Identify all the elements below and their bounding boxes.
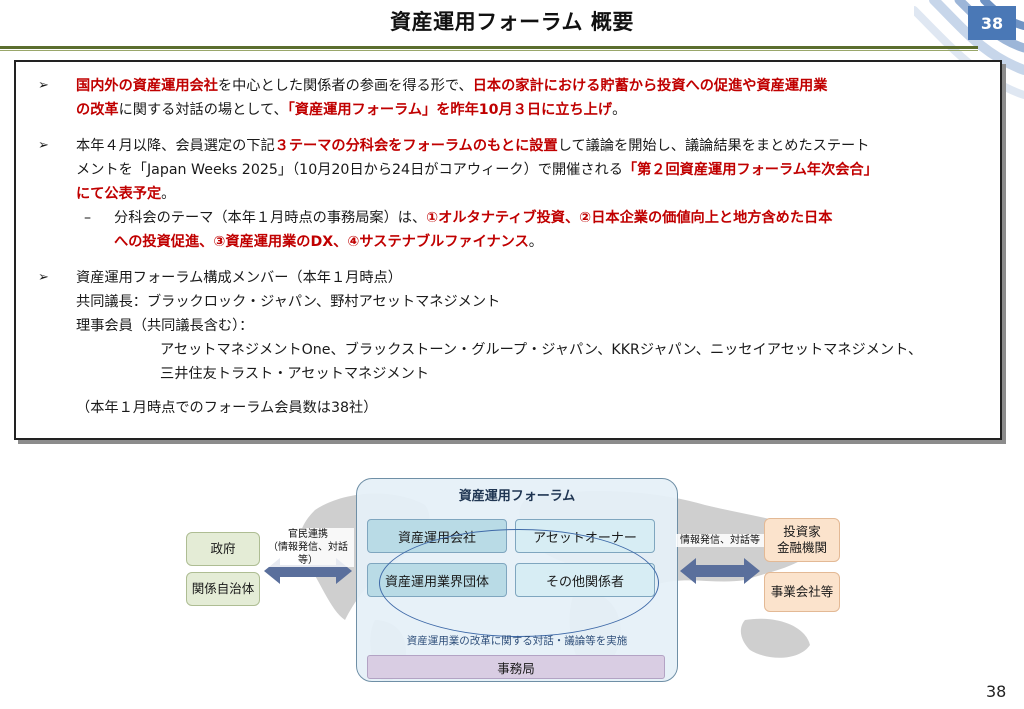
member-count-note: （本年１月時点でのフォーラム会員数は38社） — [76, 400, 378, 416]
board-members-heading: 理事会員（共同議長含む）： — [76, 318, 254, 334]
text: して議論を開始し、議論結果をまとめたステート — [557, 138, 870, 154]
text: 。 — [528, 234, 543, 250]
forum-title: 資産運用フォーラム — [458, 489, 576, 504]
dash-marker: – — [84, 210, 92, 226]
sub-bullet-item: – 分科会のテーマ（本年１月時点の事務局案）は、①オルタナティブ投資、②日本企業… — [38, 206, 988, 254]
text: 。 — [612, 102, 627, 118]
text-emphasis: にて公表予定 — [76, 186, 162, 202]
title-divider — [0, 46, 978, 49]
text-emphasis: 日本の家計における貯蓄から投資への促進や資産運用業 — [472, 78, 828, 94]
co-chairs-line: 共同議長：ブラックロック・ジャパン、野村アセットマネジメント — [76, 294, 501, 310]
forum-ellipse — [379, 529, 659, 637]
local-government-box: 関係自治体 — [186, 572, 260, 606]
info-dialogue-label: 情報発信、対話等 — [676, 534, 764, 547]
page-title: 資産運用フォーラム 概要 — [390, 10, 634, 34]
text-emphasis: 「資産運用フォーラム」を昨年10月３日に立ち上げ — [287, 102, 613, 118]
bullet-item: ➢ 国内外の資産運用会社を中心とした関係者の参画を得る形で、日本の家計における貯… — [38, 74, 988, 122]
text-emphasis: ３テーマの分科会をフォーラムのもとに設置 — [274, 138, 558, 154]
investors-box: 投資家 金融機関 — [764, 518, 840, 562]
text: に関する対話の場として、 — [118, 102, 288, 118]
text: メントを「Japan Weeks 2025」（10月20日から24日がコアウィー… — [76, 162, 623, 178]
arrow-bullet-icon: ➢ — [38, 138, 49, 153]
double-arrow-right-icon — [680, 558, 760, 584]
footer-page-number: 38 — [986, 682, 1007, 701]
text-emphasis: 国内外の資産運用会社 — [76, 78, 218, 94]
arrow-label-line: 官民連携 — [288, 529, 328, 540]
text-emphasis: の改革 — [76, 102, 119, 118]
text-emphasis: への投資促進、③資産運用業のDX、④サステナブルファイナンス — [114, 234, 529, 250]
text: 本年４月以降、会員選定の下記 — [76, 138, 275, 154]
text: 。 — [161, 186, 176, 202]
text: を中心とした関係者の参画を得る形で、 — [217, 78, 473, 94]
arrow-label-line: （情報発信、対話等） — [268, 542, 348, 566]
page-number-badge: 38 — [968, 6, 1016, 40]
double-arrow-left-icon — [264, 558, 352, 584]
forum-box: 資産運用フォーラム 資産運用会社 アセットオーナー 資産運用業界団体 その他関係… — [356, 478, 678, 682]
title-divider-thin — [0, 50, 978, 51]
arrow-bullet-icon: ➢ — [38, 78, 49, 93]
text-emphasis: ①オルタナティブ投資、②日本企業の価値向上と地方含めた日本 — [426, 210, 833, 226]
companies-box: 事業会社等 — [764, 572, 840, 612]
government-box: 政府 — [186, 532, 260, 566]
board-members-line: 三井住友トラスト・アセットマネジメント — [160, 366, 429, 382]
bullet-list: ➢ 国内外の資産運用会社を中心とした関係者の参画を得る形で、日本の家計における貯… — [38, 74, 988, 420]
secretariat-box: 事務局 — [367, 655, 665, 679]
forum-description: 資産運用業の改革に関する対話・議論等を実施 — [406, 635, 628, 647]
public-private-label: 官民連携 （情報発信、対話等） — [262, 528, 354, 567]
bullet-item: ➢ 資産運用フォーラム構成メンバー（本年１月時点） — [38, 266, 988, 290]
bullet-item: ➢ 本年４月以降、会員選定の下記３テーマの分科会をフォーラムのもとに設置して議論… — [38, 134, 988, 206]
summary-box: ➢ 国内外の資産運用会社を中心とした関係者の参画を得る形で、日本の家計における貯… — [14, 60, 1002, 440]
text: 資産運用フォーラム構成メンバー（本年１月時点） — [76, 270, 402, 286]
arrow-bullet-icon: ➢ — [38, 270, 49, 285]
board-members-line: アセットマネジメントOne、ブラックストーン・グループ・ジャパン、KKRジャパン… — [160, 342, 923, 358]
text: 分科会のテーマ（本年１月時点の事務局案）は、 — [114, 210, 427, 226]
text-emphasis: 「第２回資産運用フォーラム年次会合」 — [622, 162, 878, 178]
forum-structure-diagram: 資産運用フォーラム 資産運用会社 アセットオーナー 資産運用業界団体 その他関係… — [180, 462, 850, 702]
